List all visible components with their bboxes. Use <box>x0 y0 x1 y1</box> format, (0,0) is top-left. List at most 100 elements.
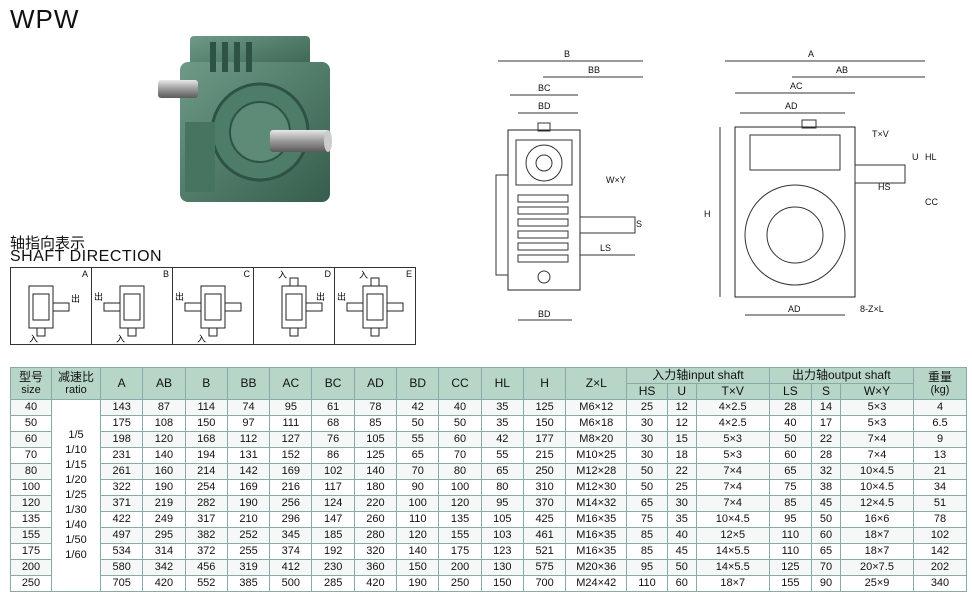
table-cell: 580 <box>99 559 144 576</box>
table-cell: 420 <box>142 575 186 592</box>
in-label: 入 <box>116 334 125 344</box>
table-cell: 25 <box>626 399 668 416</box>
col-cc: CC <box>438 367 482 400</box>
table-cell: 12 <box>666 399 697 416</box>
table-cell: M24×42 <box>565 575 628 592</box>
table-cell: 35 <box>480 399 524 416</box>
table-cell: 55 <box>396 431 440 448</box>
table-cell: 231 <box>99 447 144 464</box>
col-h: H <box>522 367 567 400</box>
table-cell: 35 <box>666 511 697 528</box>
table-cell: M14×32 <box>565 495 628 512</box>
table-cell: 65 <box>396 447 440 464</box>
table-cell: 90 <box>396 479 440 496</box>
table-cell: 76 <box>311 431 355 448</box>
shaft-direction-title-en: SHAFT DIRECTION <box>10 248 163 265</box>
table-cell: 61 <box>311 399 355 416</box>
table-cell: M12×30 <box>565 479 628 496</box>
ratio-value: 1/50 <box>65 534 87 546</box>
col-ac: AC <box>269 367 313 400</box>
table-cell: 120 <box>396 527 440 544</box>
table-cell: 60 <box>10 431 52 448</box>
table-cell: 42 <box>480 431 524 448</box>
table-cell: 255 <box>226 543 271 560</box>
table-cell: 700 <box>522 575 567 592</box>
table-cell: 80 <box>480 479 524 496</box>
side-view-drawing: B BB BC BD W×Y S LS BD <box>495 49 643 321</box>
table-cell: 7×4 <box>695 495 770 512</box>
table-cell: 169 <box>269 463 313 480</box>
shaft-direction-e: E 出 入 <box>335 268 415 344</box>
table-cell: 75 <box>626 511 668 528</box>
table-cell: 155 <box>768 575 813 592</box>
table-cell: 6.5 <box>913 415 967 432</box>
ratio-value: 1/5 <box>68 429 84 441</box>
table-cell: 105 <box>353 431 398 448</box>
table-cell: 216 <box>269 479 313 496</box>
table-cell: 78 <box>913 511 967 528</box>
table-cell: 150 <box>396 559 440 576</box>
ratio-value: 1/10 <box>65 444 87 456</box>
table-cell: 425 <box>522 511 567 528</box>
table-cell: 90 <box>811 575 841 592</box>
table-cell: 50 <box>10 415 52 432</box>
table-cell: M16×35 <box>565 527 628 544</box>
table-cell: 280 <box>353 527 398 544</box>
table-cell: 250 <box>522 463 567 480</box>
table-cell: 30 <box>666 495 697 512</box>
shaft-diagram-c: 出 入 <box>175 285 242 344</box>
table-cell: 14×5.5 <box>695 543 770 560</box>
table-cell: 65 <box>768 463 813 480</box>
shaft-direction-title-cn: 轴指向表示 <box>10 235 86 252</box>
table-cell: 261 <box>99 463 144 480</box>
table-cell: 110 <box>396 511 440 528</box>
dim-bc: BC <box>538 83 551 93</box>
table-cell: 521 <box>522 543 567 560</box>
variant-letter: E <box>405 269 412 279</box>
col-u: U <box>666 383 697 400</box>
table-cell: 198 <box>99 431 144 448</box>
table-cell: 252 <box>226 527 271 544</box>
dim-b: B <box>564 49 570 59</box>
dim-ls: LS <box>600 243 611 253</box>
table-cell: 120 <box>142 431 186 448</box>
table-cell: 95 <box>768 511 813 528</box>
table-cell: 140 <box>396 543 440 560</box>
ratio-value: 1/25 <box>65 489 87 501</box>
table-cell: 256 <box>269 495 313 512</box>
table-cell: 168 <box>184 431 228 448</box>
table-cell: 140 <box>142 447 186 464</box>
table-cell: 111 <box>269 415 313 432</box>
table-cell: 340 <box>913 575 967 592</box>
ratio-value: 1/20 <box>65 474 87 486</box>
col-bc: BC <box>311 367 355 400</box>
col-s: S <box>811 383 841 400</box>
table-cell: 4 <box>913 399 967 416</box>
col-hs: HS <box>626 383 668 400</box>
in-label: 入 <box>359 270 368 280</box>
table-cell: 4×2.5 <box>695 415 770 432</box>
table-cell: 124 <box>311 495 355 512</box>
shaft-direction-c: C 出 入 <box>173 268 254 344</box>
table-cell: 70 <box>10 447 52 464</box>
table-cell: 10×4.5 <box>840 463 914 480</box>
in-label: 入 <box>29 334 38 344</box>
table-cell: 117 <box>311 479 355 496</box>
table-cell: 95 <box>626 559 668 576</box>
col-ls: LS <box>768 383 813 400</box>
table-cell: 17 <box>811 415 841 432</box>
table-cell: 21 <box>913 463 967 480</box>
table-cell: 147 <box>311 511 355 528</box>
table-cell: 575 <box>522 559 567 576</box>
shaft-diagram-b: 出 入 <box>94 285 145 344</box>
table-cell: 75 <box>768 479 813 496</box>
table-cell: 50 <box>811 511 841 528</box>
table-cell: 80 <box>438 463 482 480</box>
table-cell: 155 <box>438 527 482 544</box>
